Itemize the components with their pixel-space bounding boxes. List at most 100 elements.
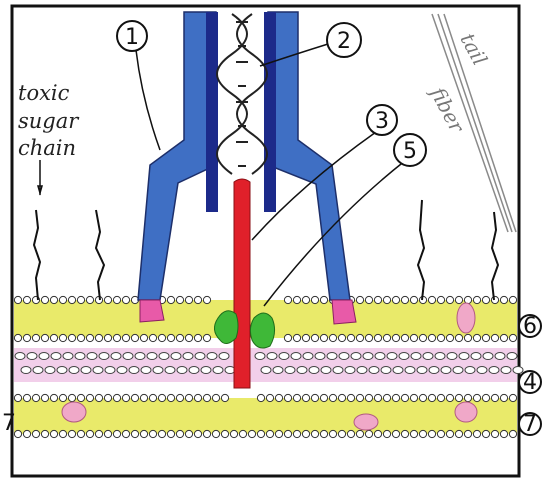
periplasm-oval: [465, 367, 475, 374]
lipid-head: [104, 394, 111, 401]
lipid-head: [68, 394, 75, 401]
lipid-head: [14, 394, 21, 401]
periplasm-oval: [369, 367, 379, 374]
lipid-head: [167, 334, 174, 341]
periplasm-oval: [477, 367, 487, 374]
lipid-head: [86, 430, 93, 437]
lipid-head: [293, 296, 300, 303]
lipid-head: [446, 334, 453, 341]
lipid-head: [149, 394, 156, 401]
lipid-head: [473, 430, 480, 437]
lipid-head: [464, 334, 471, 341]
lipid-head: [437, 394, 444, 401]
callout-7-right: 7: [519, 412, 541, 437]
periplasm-oval: [105, 367, 115, 374]
inner-membrane: [14, 394, 517, 437]
lipid-head: [86, 334, 93, 341]
lipid-head: [194, 430, 201, 437]
svg-text:5: 5: [403, 139, 417, 164]
lipid-head: [311, 430, 318, 437]
lipid-head: [491, 296, 498, 303]
periplasm-oval: [201, 367, 211, 374]
lipid-head: [176, 430, 183, 437]
lipid-head: [320, 296, 327, 303]
periplasm-oval: [483, 353, 493, 360]
lipid-head: [122, 296, 129, 303]
periplasm-oval: [441, 367, 451, 374]
periplasm-oval: [357, 367, 367, 374]
lipid-head: [167, 430, 174, 437]
lipid-head: [248, 430, 255, 437]
lipid-head: [185, 394, 192, 401]
svg-text:3: 3: [375, 109, 389, 134]
periplasm-oval: [411, 353, 421, 360]
lipid-head: [509, 296, 516, 303]
lipid-head: [50, 394, 57, 401]
lipid-head: [104, 296, 111, 303]
lipid-head: [437, 334, 444, 341]
lipid-head: [302, 430, 309, 437]
periplasm-oval: [339, 353, 349, 360]
lipid-head: [464, 394, 471, 401]
lipid-head: [455, 394, 462, 401]
lipid-head: [86, 394, 93, 401]
lipid-head: [266, 430, 273, 437]
periplasm-oval: [129, 367, 139, 374]
lipid-head: [131, 430, 138, 437]
lipid-head: [302, 394, 309, 401]
periplasm-oval: [351, 353, 361, 360]
lipid-head: [140, 430, 147, 437]
periplasm-oval: [435, 353, 445, 360]
lipid-head: [356, 430, 363, 437]
periplasm-oval: [495, 353, 505, 360]
svg-text:7: 7: [523, 412, 537, 437]
lipid-head: [356, 394, 363, 401]
lipid-head: [176, 296, 183, 303]
svg-text:6: 6: [523, 314, 537, 339]
lipid-head: [320, 430, 327, 437]
lipid-head: [131, 334, 138, 341]
callout-7-left: 7: [2, 411, 16, 436]
lipid-head: [329, 394, 336, 401]
svg-text:sugar: sugar: [18, 109, 80, 133]
lipid-head: [275, 394, 282, 401]
lipid-head: [509, 334, 516, 341]
lipid-head: [374, 334, 381, 341]
periplasm-oval: [21, 367, 31, 374]
lipid-head: [455, 296, 462, 303]
lipid-head: [401, 334, 408, 341]
periplasm-oval: [387, 353, 397, 360]
periplasm-oval: [309, 367, 319, 374]
periplasm-oval: [399, 353, 409, 360]
periplasm-oval: [15, 353, 25, 360]
lipid-head: [311, 296, 318, 303]
lipid-head: [176, 394, 183, 401]
lipid-head: [140, 334, 147, 341]
lipid-head: [311, 394, 318, 401]
svg-text:7: 7: [2, 411, 16, 436]
lipid-head: [473, 296, 480, 303]
callout-5: 5: [394, 134, 426, 166]
lipid-head: [446, 394, 453, 401]
svg-text:4: 4: [523, 370, 537, 395]
lipid-head: [41, 430, 48, 437]
lipid-head: [149, 430, 156, 437]
lipid-head: [401, 394, 408, 401]
lipid-head: [167, 394, 174, 401]
lipid-head: [158, 334, 165, 341]
lipid-head: [203, 334, 210, 341]
periplasm-oval: [75, 353, 85, 360]
tail-fiber-label: tail fiber: [425, 29, 493, 138]
periplasm-oval: [93, 367, 103, 374]
lipid-head: [59, 430, 66, 437]
lipid-head: [482, 430, 489, 437]
lipid-head: [95, 394, 102, 401]
lipid-head: [266, 394, 273, 401]
lipid-head: [158, 394, 165, 401]
lipid-head: [491, 334, 498, 341]
lipid-head: [194, 334, 201, 341]
periplasm-oval: [303, 353, 313, 360]
periplasm-oval: [153, 367, 163, 374]
periplasm-oval: [333, 367, 343, 374]
lipid-head: [419, 430, 426, 437]
